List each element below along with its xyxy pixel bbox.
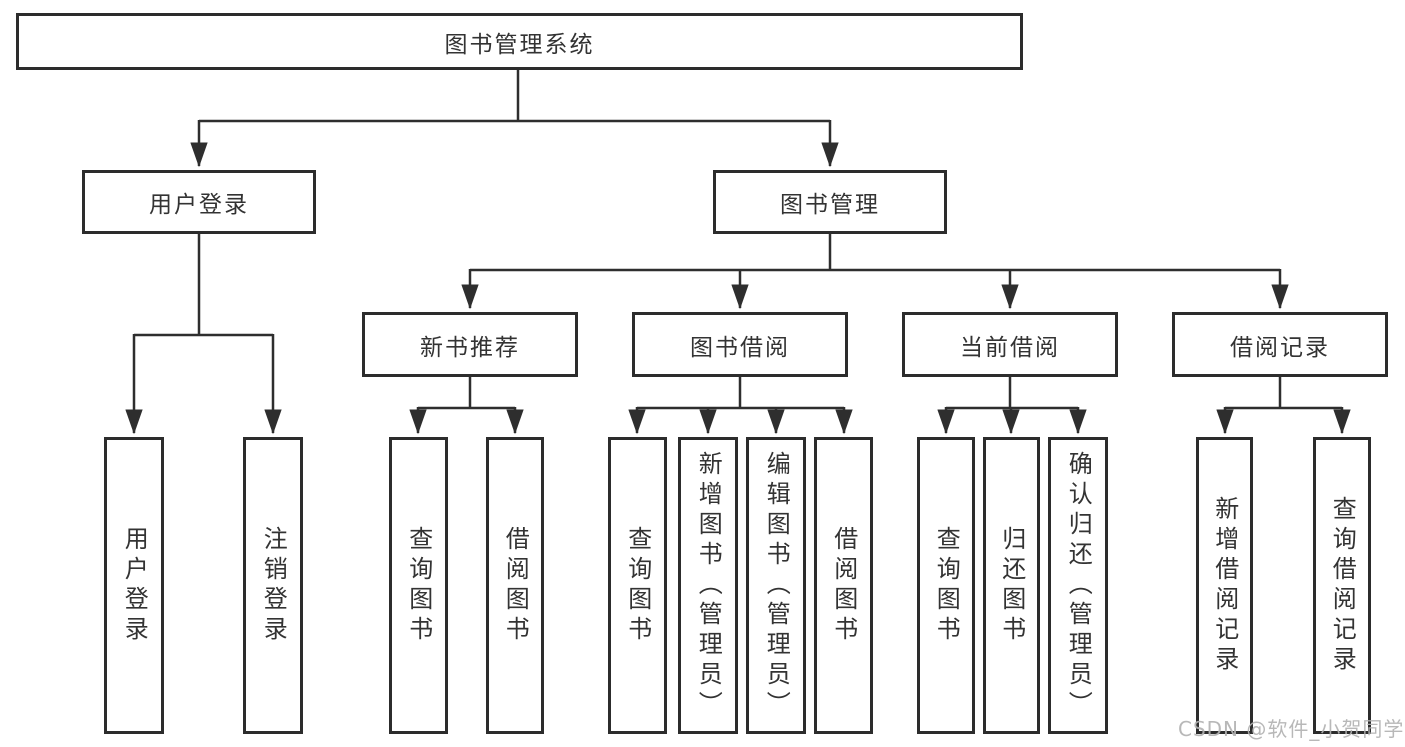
csdn-watermark: CSDN @软件_小贺同学 (1178, 717, 1405, 741)
leaf-logout: 注销登录 (243, 437, 303, 734)
leaf-return-books: 归还图书 (983, 437, 1040, 734)
node-borrowing-records: 借阅记录 (1172, 312, 1388, 377)
leaf-confirm-return-admin: 确认归还（管理员） (1048, 437, 1108, 734)
leaf-user-login: 用户登录 (104, 437, 164, 734)
leaf-add-borrow-record: 新增借阅记录 (1196, 437, 1253, 734)
leaf-borrow-books-recommend: 借阅图书 (486, 437, 544, 734)
leaf-query-books-current: 查询图书 (917, 437, 975, 734)
leaf-query-books-borrowing: 查询图书 (608, 437, 667, 734)
node-current-borrowing: 当前借阅 (902, 312, 1118, 377)
node-new-book-recommend: 新书推荐 (362, 312, 578, 377)
leaf-borrow-books-borrowing: 借阅图书 (814, 437, 873, 734)
leaf-query-borrow-record: 查询借阅记录 (1313, 437, 1371, 734)
leaf-add-book-admin: 新增图书（管理员） (678, 437, 738, 734)
node-book-management: 图书管理 (713, 170, 947, 234)
node-user-login: 用户登录 (82, 170, 316, 234)
leaf-edit-book-admin: 编辑图书（管理员） (746, 437, 806, 734)
node-library-system: 图书管理系统 (16, 13, 1023, 70)
node-book-borrowing: 图书借阅 (632, 312, 848, 377)
leaf-query-books-recommend: 查询图书 (389, 437, 448, 734)
